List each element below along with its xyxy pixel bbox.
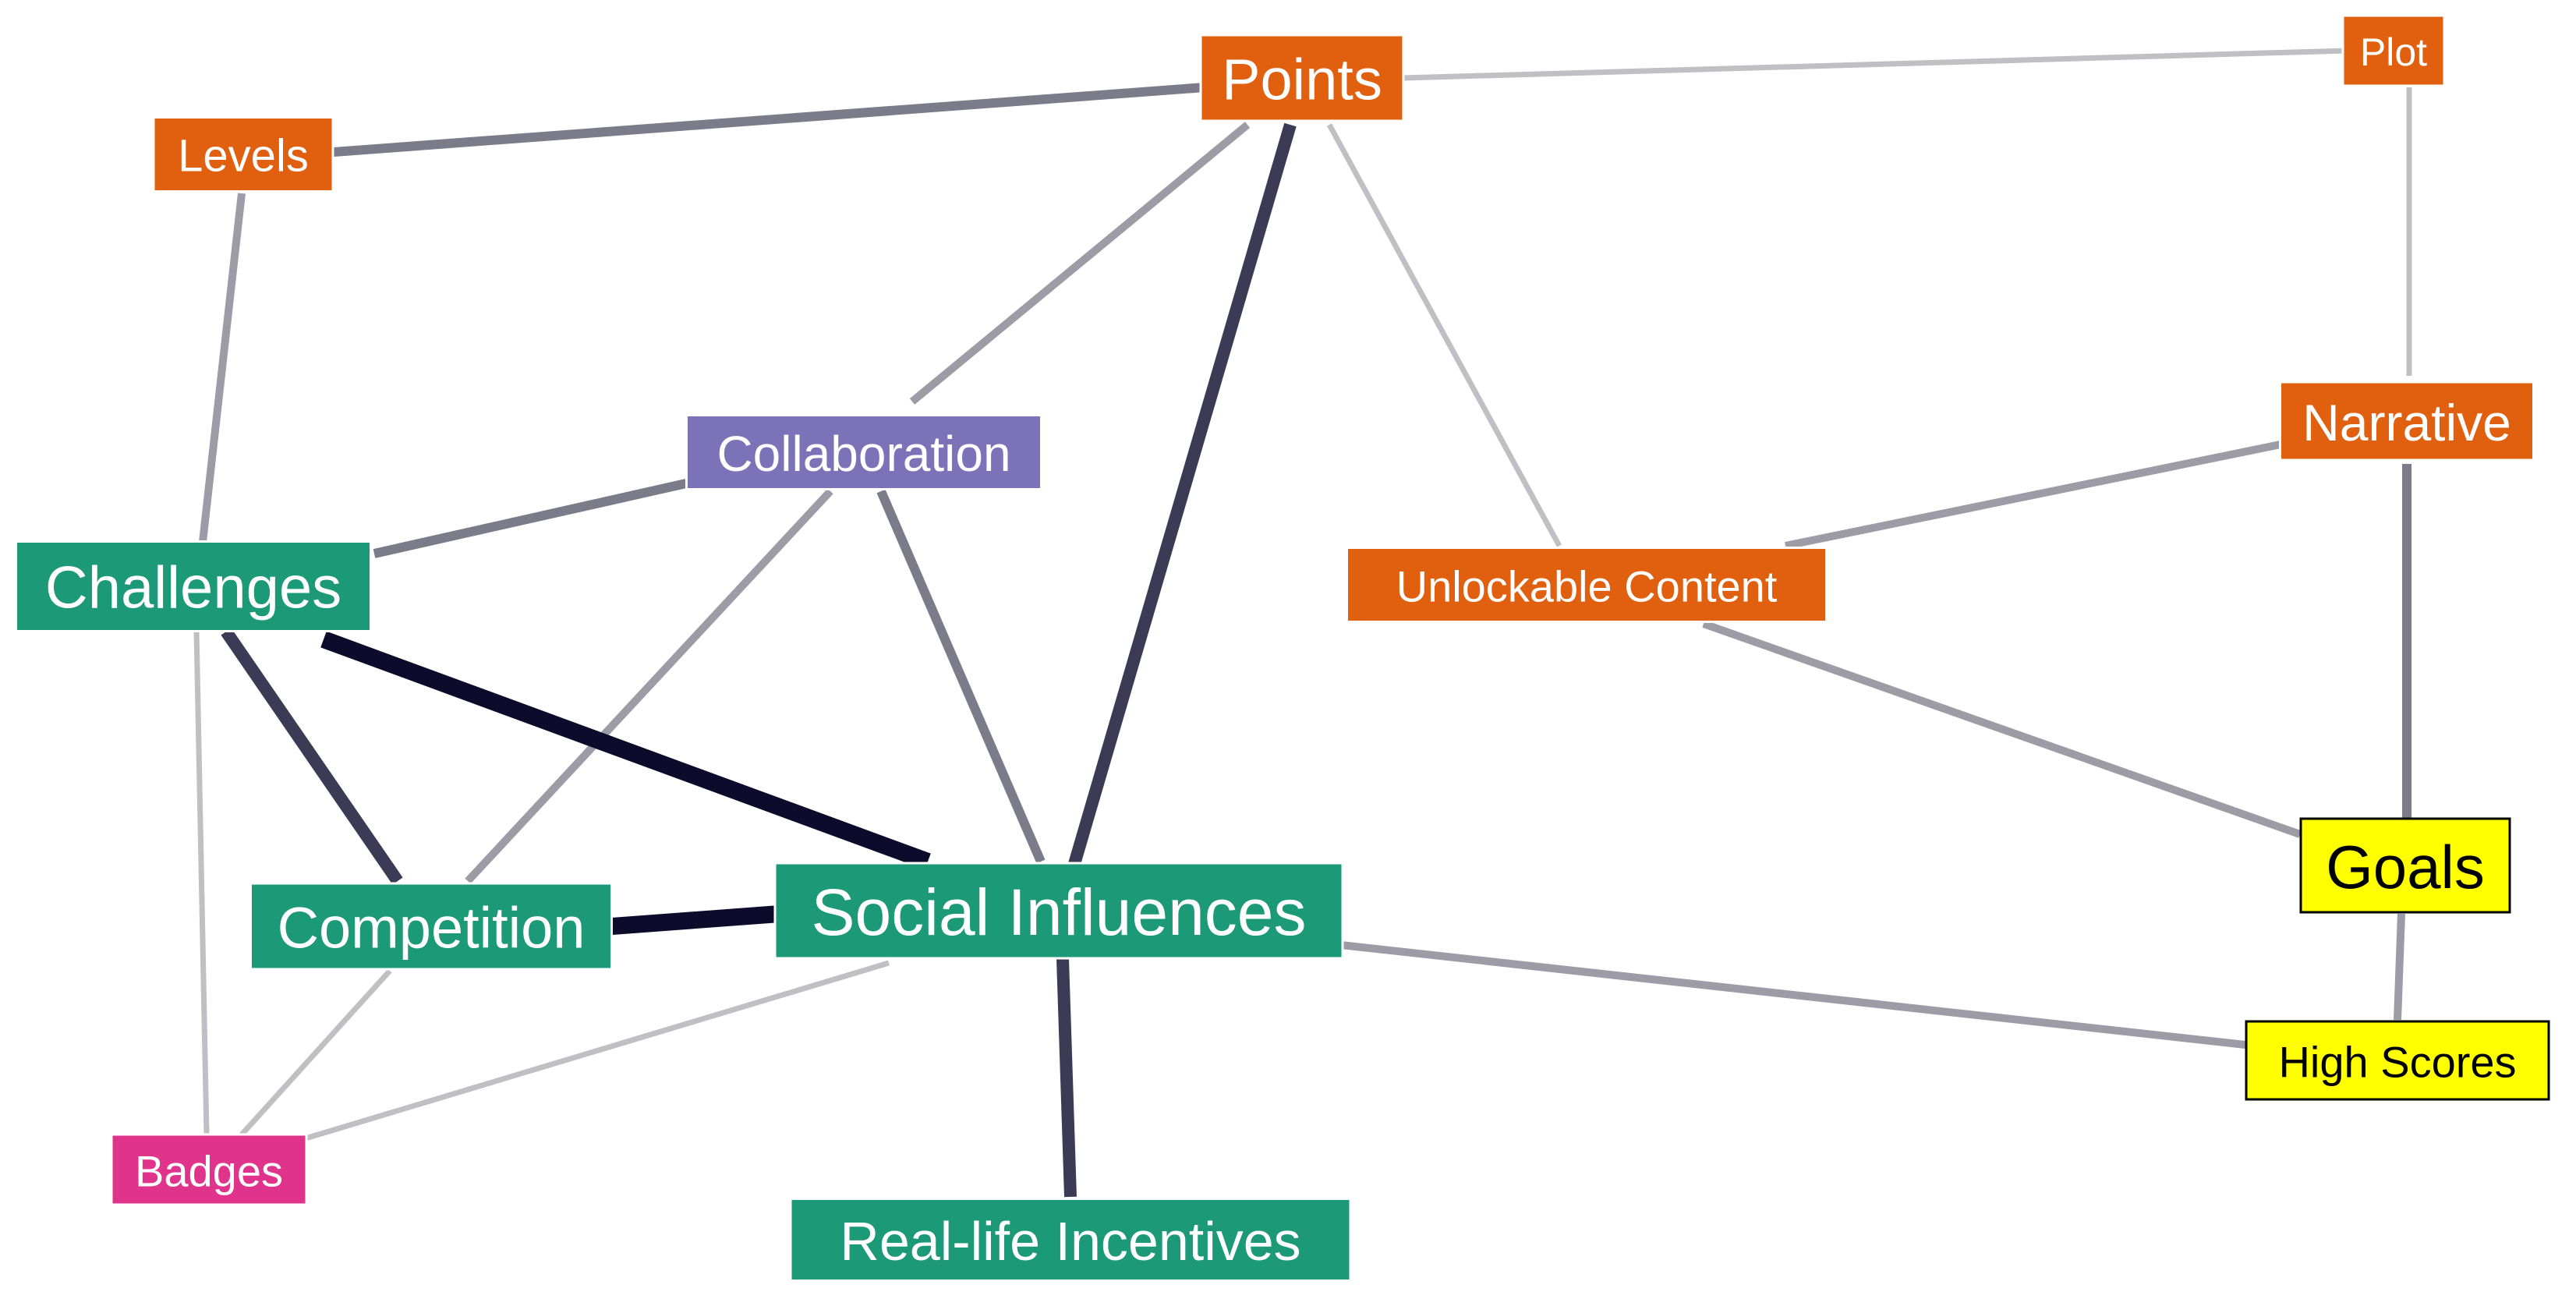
node-box-collaboration: [685, 414, 1042, 490]
node-collaboration: Collaboration: [685, 414, 1042, 490]
node-label-collaboration: Collaboration: [717, 426, 1010, 482]
edge-points-levels: [333, 83, 1205, 157]
edge-competition-social-influences: [611, 905, 780, 935]
edge-challenges-badges: [193, 631, 210, 1135]
edge-points-social-influences: [1068, 122, 1297, 866]
node-label-narrative: Narrative: [2302, 394, 2511, 451]
node-unlockable-content: Unlockable Content: [1346, 547, 1828, 623]
node-badges: Badges: [110, 1133, 308, 1206]
node-box-high-scores: [2245, 1020, 2550, 1101]
node-label-unlockable-content: Unlockable Content: [1396, 562, 1778, 611]
node-label-plot: Plot: [2360, 30, 2427, 74]
node-social-influences: Social Influences: [773, 862, 1344, 960]
node-box-unlockable-content: [1346, 547, 1828, 623]
edge-narrative-unlockable-content: [1784, 441, 2282, 550]
node-box-plot: [2341, 14, 2446, 87]
edge-points-plot: [1403, 48, 2348, 81]
node-label-competition: Competition: [278, 896, 586, 961]
node-box-competition: [249, 882, 613, 971]
edge-challenges-competition: [221, 628, 403, 885]
node-label-points: Points: [1222, 48, 1382, 112]
node-label-social-influences: Social Influences: [811, 876, 1306, 949]
node-box-points: [1199, 34, 1405, 122]
node-box-goals: [2299, 817, 2511, 914]
edge-goals-high-scores: [2394, 913, 2405, 1021]
edge-challenges-social-influences: [320, 631, 931, 870]
node-label-levels: Levels: [178, 131, 309, 182]
edge-social-influences-real-life-incentives: [1056, 958, 1077, 1198]
node-box-challenges: [15, 540, 372, 632]
node-label-goals: Goals: [2326, 833, 2485, 901]
edge-points-collaboration: [909, 122, 1251, 405]
edge-collaboration-challenges: [373, 479, 688, 558]
node-real-life-incentives: Real-life Incentives: [789, 1198, 1352, 1282]
node-levels: Levels: [152, 116, 334, 193]
node-box-social-influences: [773, 862, 1344, 960]
node-label-high-scores: High Scores: [2278, 1038, 2516, 1087]
node-goals: Goals: [2299, 817, 2511, 914]
edge-levels-challenges: [199, 193, 246, 543]
node-box-narrative: [2279, 380, 2535, 462]
edge-social-influences-badges: [304, 960, 890, 1141]
edge-social-influences-high-scores: [1340, 941, 2246, 1049]
edge-competition-badges: [239, 968, 392, 1137]
edge-collaboration-social-influences: [876, 489, 1046, 864]
node-high-scores: High Scores: [2245, 1020, 2550, 1101]
node-plot: Plot: [2341, 14, 2446, 87]
edge-collaboration-competition: [465, 488, 833, 884]
node-box-badges: [110, 1133, 308, 1206]
node-label-badges: Badges: [135, 1147, 283, 1196]
node-narrative: Narrative: [2279, 380, 2535, 462]
node-box-real-life-incentives: [789, 1198, 1352, 1282]
node-label-challenges: Challenges: [45, 555, 341, 621]
edge-layer: [193, 48, 2412, 1198]
edge-unlockable-content-goals: [1702, 620, 2302, 838]
node-label-real-life-incentives: Real-life Incentives: [840, 1211, 1300, 1272]
node-challenges: Challenges: [15, 540, 372, 632]
node-box-levels: [152, 116, 334, 193]
edge-points-unlockable-content: [1326, 123, 1562, 547]
node-competition: Competition: [249, 882, 613, 971]
node-points: Points: [1199, 34, 1405, 122]
